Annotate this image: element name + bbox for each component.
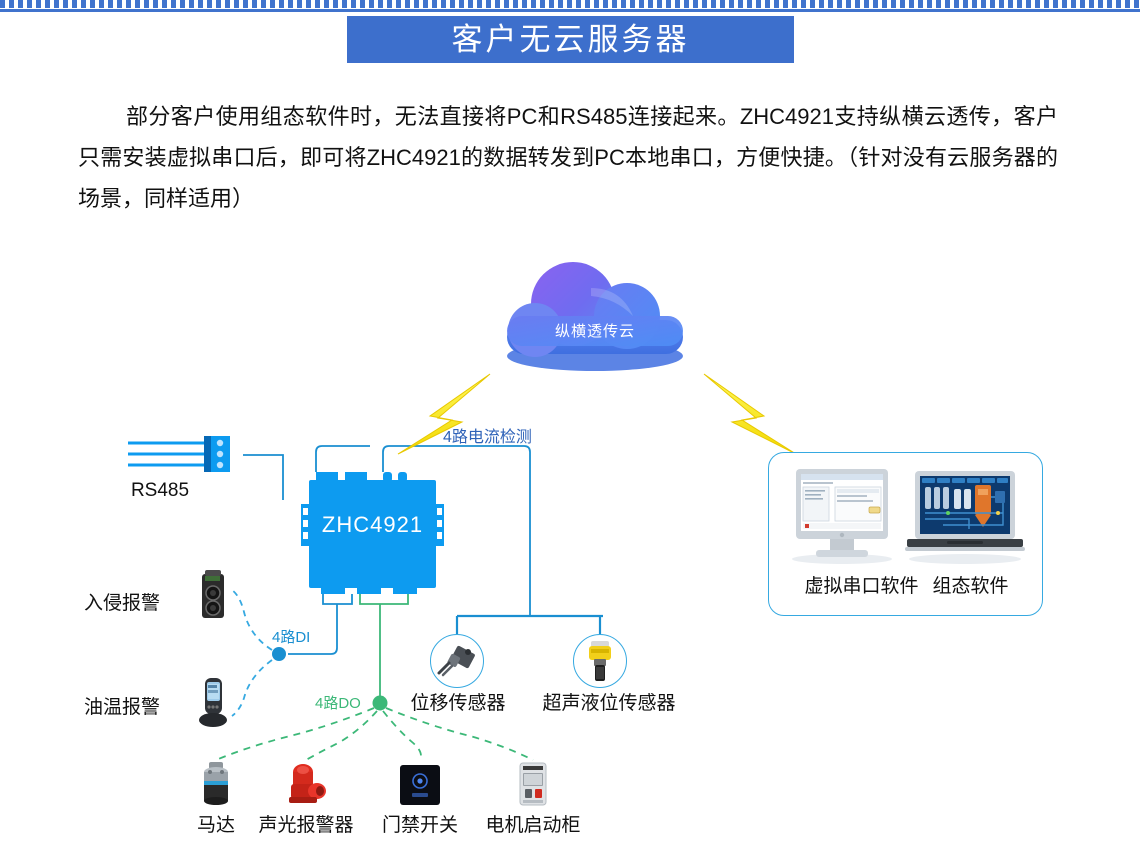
software-screens <box>783 465 1030 565</box>
oil-temperature-alarm-label: 油温报警 <box>84 697 161 718</box>
zhc4921-device[interactable]: ZHC4921 <box>295 472 450 594</box>
do-channel-label: 4路DO <box>315 695 361 712</box>
page-title: 客户无云服务器 <box>451 22 690 57</box>
do-device-motor: 马达 <box>161 760 271 837</box>
sound-light-alarm-label: 声光报警器 <box>258 815 354 836</box>
displacement-sensor-label: 位移传感器 <box>410 693 506 714</box>
di-channel-label: 4路DI <box>272 629 311 646</box>
cloud-label: 纵横透传云 <box>554 323 635 340</box>
motor-starter-cabinet-icon <box>478 760 588 806</box>
lightning-bolt-left-icon <box>397 373 491 455</box>
do-junction-dot <box>372 695 388 711</box>
ultrasonic-level-sensor-label: 超声液位传感器 <box>542 693 676 714</box>
do-device-access-switch: 门禁开关 <box>365 760 475 837</box>
intrusion-alarm-label: 入侵报警 <box>84 593 161 614</box>
desktop-monitor-icon <box>791 469 892 564</box>
motor-icon <box>161 760 271 806</box>
device-model-label: ZHC4921 <box>321 512 424 537</box>
do-device-sound-light-alarm: 声光报警器 <box>251 760 361 837</box>
rs485-label: RS485 <box>130 480 190 501</box>
software-labels: 虚拟串口软件 组态软件 <box>769 571 1044 598</box>
displacement-sensor-icon <box>430 634 484 688</box>
intro-paragraph: 部分客户使用组态软件时，无法直接将PC和RS485连接起来。ZHC4921支持纵… <box>78 104 1058 211</box>
motor-label: 马达 <box>196 815 235 836</box>
lightning-bolt-right-icon <box>703 373 797 455</box>
page-title-banner: 客户无云服务器 <box>347 16 794 63</box>
rs485-connector <box>128 436 243 472</box>
do-device-motor-starter-cabinet: 电机启动柜 <box>478 760 588 837</box>
rs485-terminal-icon <box>128 436 230 472</box>
scada-software-label: 组态软件 <box>932 576 1009 597</box>
sound-light-alarm-icon <box>251 760 361 806</box>
oil-temperature-alarm-icon <box>196 676 230 733</box>
virtual-serial-software-label: 虚拟串口软件 <box>804 576 919 597</box>
current-detect-label: 4路电流检测 <box>443 429 532 446</box>
cloud-service-node: 纵横透传云 <box>495 258 695 373</box>
access-control-switch-label: 门禁开关 <box>381 815 458 836</box>
access-control-switch-icon <box>365 760 475 806</box>
top-rule-line <box>0 9 1140 12</box>
top-dashed-pattern <box>0 0 1140 8</box>
intrusion-alarm-icon <box>196 570 230 625</box>
ultrasonic-level-sensor-icon <box>573 634 627 688</box>
di-junction-dot <box>272 647 286 661</box>
cloud-shape-icon <box>507 262 683 371</box>
laptop-scada-icon <box>905 471 1026 564</box>
zhc4921-body-icon <box>301 472 444 594</box>
motor-starter-cabinet-label: 电机启动柜 <box>485 815 581 836</box>
top-decorative-border <box>0 0 1140 12</box>
software-panel: 虚拟串口软件 组态软件 <box>768 452 1043 616</box>
